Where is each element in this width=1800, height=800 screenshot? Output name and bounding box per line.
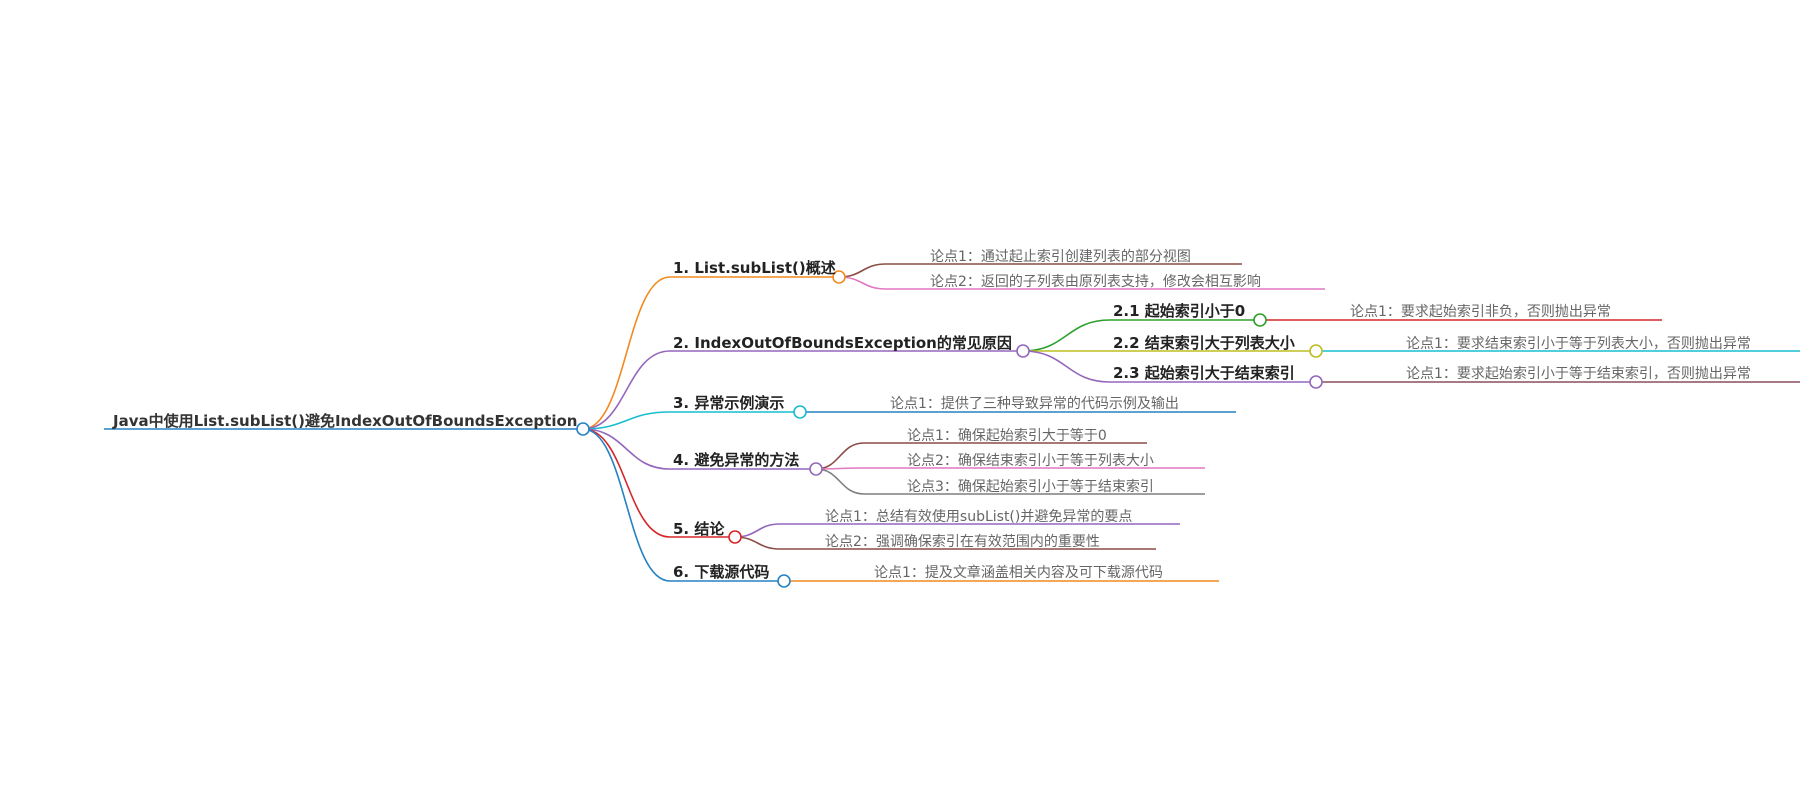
edge-root-to-section-2 [582, 350, 671, 430]
edge-root-to-section-4 [582, 428, 671, 470]
section-5-node-circle[interactable] [728, 530, 742, 544]
section-1-leaf-1[interactable]: 论点1：通过起止索引创建列表的部分视图 [930, 248, 1191, 265]
section-2-sub-2-node-circle[interactable] [1309, 344, 1323, 358]
edge-section-1-to-leaf-2 [838, 276, 887, 290]
section-2-2-label[interactable]: 2.2 结束索引大于列表大小 [1113, 334, 1295, 352]
section-6-node-circle[interactable] [777, 574, 791, 588]
root-label[interactable]: Java中使用List.subList()避免IndexOutOfBoundsE… [112, 412, 577, 430]
section-4-leaf-1[interactable]: 论点1：确保起始索引大于等于0 [907, 427, 1107, 444]
edge-root-to-section-5 [582, 428, 671, 538]
edge-section-5-to-leaf-1 [734, 523, 781, 538]
edge-section-1-to-leaf-1 [838, 263, 887, 278]
edge-root-to-section-6 [582, 428, 671, 582]
section-3-leaf-1[interactable]: 论点1：提供了三种导致异常的代码示例及输出 [890, 396, 1179, 412]
section-2-sub-1-node-circle[interactable] [1253, 313, 1267, 327]
section-5-label[interactable]: 5. 结论 [673, 520, 725, 538]
section-2-3-label[interactable]: 2.3 起始索引大于结束索引 [1113, 364, 1295, 382]
section-2-sub-3-node-circle[interactable] [1309, 375, 1323, 389]
section-4-leaf-2[interactable]: 论点2：确保结束索引小于等于列表大小 [907, 452, 1154, 469]
section-1-node-circle[interactable] [832, 270, 846, 284]
edge-section-4-to-leaf-1 [815, 442, 865, 470]
edge-section-5-to-leaf-2 [734, 536, 781, 550]
section-4-leaf-3[interactable]: 论点3：确保起始索引小于等于结束索引 [907, 478, 1154, 495]
section-2-label[interactable]: 2. IndexOutOfBoundsException的常见原因 [673, 334, 1012, 352]
section-3-label[interactable]: 3. 异常示例演示 [673, 394, 784, 412]
section-6-leaf-1[interactable]: 论点1：提及文章涵盖相关内容及可下载源代码 [874, 564, 1163, 581]
section-4-label[interactable]: 4. 避免异常的方法 [673, 451, 799, 469]
section-2-3-leaf[interactable]: 论点1：要求起始索引小于等于结束索引，否则抛出异常 [1406, 365, 1751, 382]
section-4-node-circle[interactable] [809, 462, 823, 476]
section-2-1-leaf[interactable]: 论点1：要求起始索引非负，否则抛出异常 [1350, 303, 1611, 320]
node-circle-layer [576, 270, 1323, 588]
edge-section-2-to-sub-1 [1022, 319, 1111, 352]
section-5-leaf-2[interactable]: 论点2：强调确保索引在有效范围内的重要性 [825, 533, 1100, 550]
root-node-circle[interactable] [576, 422, 590, 436]
section-2-node-circle[interactable] [1016, 344, 1030, 358]
section-5-leaf-1[interactable]: 论点1：总结有效使用subList()并避免异常的要点 [825, 508, 1132, 525]
section-1-label[interactable]: 1. List.subList()概述 [673, 259, 836, 277]
section-6-label[interactable]: 6. 下载源代码 [673, 563, 769, 581]
edge-root-to-section-1 [582, 276, 671, 430]
edge-section-2-to-sub-3 [1022, 350, 1111, 383]
section-2-2-leaf[interactable]: 论点1：要求结束索引小于等于列表大小，否则抛出异常 [1406, 335, 1751, 352]
section-1-leaf-2[interactable]: 论点2：返回的子列表由原列表支持，修改会相互影响 [930, 274, 1261, 290]
edge-section-4-to-leaf-3 [815, 468, 865, 495]
section-3-node-circle[interactable] [793, 405, 807, 419]
section-2-1-label[interactable]: 2.1 起始索引小于0 [1113, 302, 1245, 320]
underline-layer [104, 263, 1800, 582]
edge-root-to-section-3 [582, 411, 671, 430]
